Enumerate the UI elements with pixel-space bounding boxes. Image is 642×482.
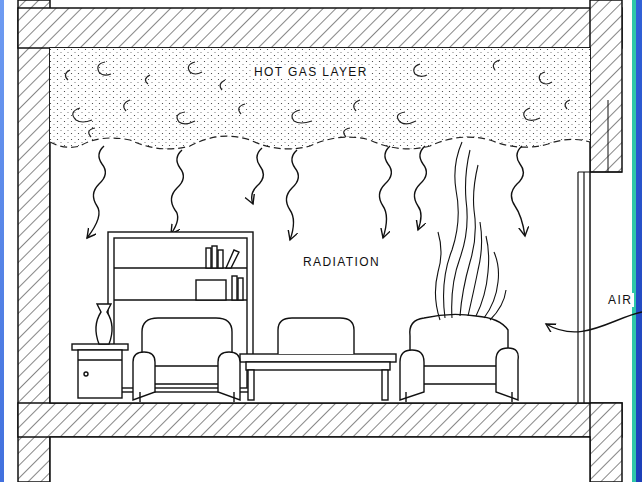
chair-arm xyxy=(133,352,155,400)
radiation-arrow xyxy=(87,146,105,238)
radiation-arrows xyxy=(87,146,525,240)
chair-arm xyxy=(496,348,518,400)
table-apron xyxy=(246,362,390,370)
smoke-swirl xyxy=(344,128,350,137)
door-jamb xyxy=(583,172,584,403)
knob xyxy=(84,372,88,376)
smoke-swirl xyxy=(124,100,130,111)
radiation-arrow xyxy=(414,146,426,230)
table-body xyxy=(78,350,122,398)
ceiling-slab xyxy=(18,8,622,48)
side-table xyxy=(72,344,128,398)
hot-gas-layer xyxy=(50,48,590,149)
radiation-arrow xyxy=(379,146,391,238)
lower-room xyxy=(50,437,590,482)
smoke-swirl xyxy=(220,80,225,90)
radiation-arrow xyxy=(286,150,298,240)
right-wall xyxy=(590,0,622,172)
radiation-arrow xyxy=(511,146,525,236)
layer-interface xyxy=(50,136,590,149)
door-head xyxy=(578,171,622,172)
smoke-swirl xyxy=(292,110,312,123)
smoke-swirl xyxy=(354,100,360,111)
smoke-swirl xyxy=(177,112,195,124)
picture-background xyxy=(4,0,634,482)
armchair xyxy=(133,318,240,402)
flame-line xyxy=(435,232,441,320)
book xyxy=(218,250,223,268)
book xyxy=(238,278,243,300)
smoke-swirl xyxy=(524,108,540,120)
room-interior xyxy=(50,48,590,403)
smoke-swirls xyxy=(65,60,570,137)
door-jamb xyxy=(577,172,578,403)
chair-seat xyxy=(150,366,226,384)
chair-arm xyxy=(400,350,424,400)
radiation-arrow xyxy=(252,148,264,204)
chair-leg xyxy=(511,392,512,402)
text-label: HOT GAS LAYER xyxy=(252,65,370,79)
smoke-swirl xyxy=(414,64,427,76)
flames xyxy=(435,142,506,320)
box xyxy=(196,280,226,300)
table-leg xyxy=(248,370,254,400)
chair-arm xyxy=(218,352,240,400)
flame-line xyxy=(476,236,489,316)
flame-line xyxy=(468,222,482,316)
smoke-swirl xyxy=(145,75,150,84)
smoke-swirl xyxy=(73,108,92,122)
book xyxy=(206,248,211,268)
book xyxy=(212,246,217,268)
air-flow-arrow xyxy=(546,312,642,332)
smoke-swirl xyxy=(65,70,70,80)
smoke-swirl xyxy=(188,62,202,74)
floor-slab xyxy=(18,403,622,437)
chair-leg xyxy=(405,392,406,402)
smoke-swirl xyxy=(89,128,95,137)
table-leg xyxy=(382,370,388,400)
chair-seat xyxy=(418,366,502,384)
smoke-swirl xyxy=(239,104,245,114)
flame-line xyxy=(490,290,506,320)
flame-line xyxy=(484,252,499,318)
burning-armchair xyxy=(400,314,518,402)
vase xyxy=(96,304,112,344)
smoke-swirl xyxy=(98,62,111,75)
edge-strip xyxy=(632,0,636,482)
door-frame xyxy=(608,100,609,172)
right-wall xyxy=(590,403,622,482)
chair-leg xyxy=(139,392,140,402)
table xyxy=(240,354,396,400)
smoke-swirl xyxy=(493,60,500,70)
text-label: RADIATION xyxy=(303,255,380,269)
smoke-swirl xyxy=(397,112,416,124)
middle-chair xyxy=(278,318,354,354)
flame-line xyxy=(460,165,478,316)
smoke-swirl xyxy=(539,72,552,84)
table-top xyxy=(72,344,128,350)
drawer-line xyxy=(78,359,122,360)
radiation-arrow xyxy=(171,150,183,234)
flame-line xyxy=(452,150,470,318)
smoke-swirl xyxy=(565,100,570,109)
table-top xyxy=(240,354,396,362)
book xyxy=(226,250,239,268)
chair-leg xyxy=(233,392,234,402)
book xyxy=(232,276,237,300)
text-label: AIR xyxy=(606,293,634,307)
shelf xyxy=(114,299,247,300)
